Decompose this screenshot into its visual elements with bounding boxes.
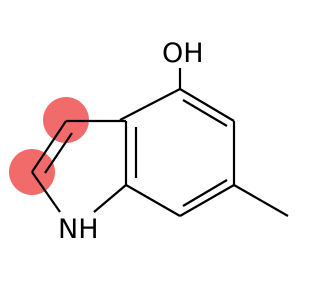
bond-c3a-c4 [119,88,181,121]
bond-n1-c7a [93,184,127,213]
molecule-diagram: OH NH [9,38,289,245]
bond-c3-c2 [31,120,67,173]
bond-c2-n1 [31,171,61,213]
bond-c6-c7-inner [182,179,228,207]
bond-c6-methyl [233,184,289,217]
bond-c4-c5-inner [182,99,228,127]
bond-c4-c5 [179,88,235,122]
hydroxyl-label: OH [162,38,204,69]
ring-nitrogen-label: NH [58,214,99,245]
bond-c6-c7 [179,184,235,217]
bond-c3-c2-inner [44,132,73,174]
bond-c7-c7a [125,184,181,217]
